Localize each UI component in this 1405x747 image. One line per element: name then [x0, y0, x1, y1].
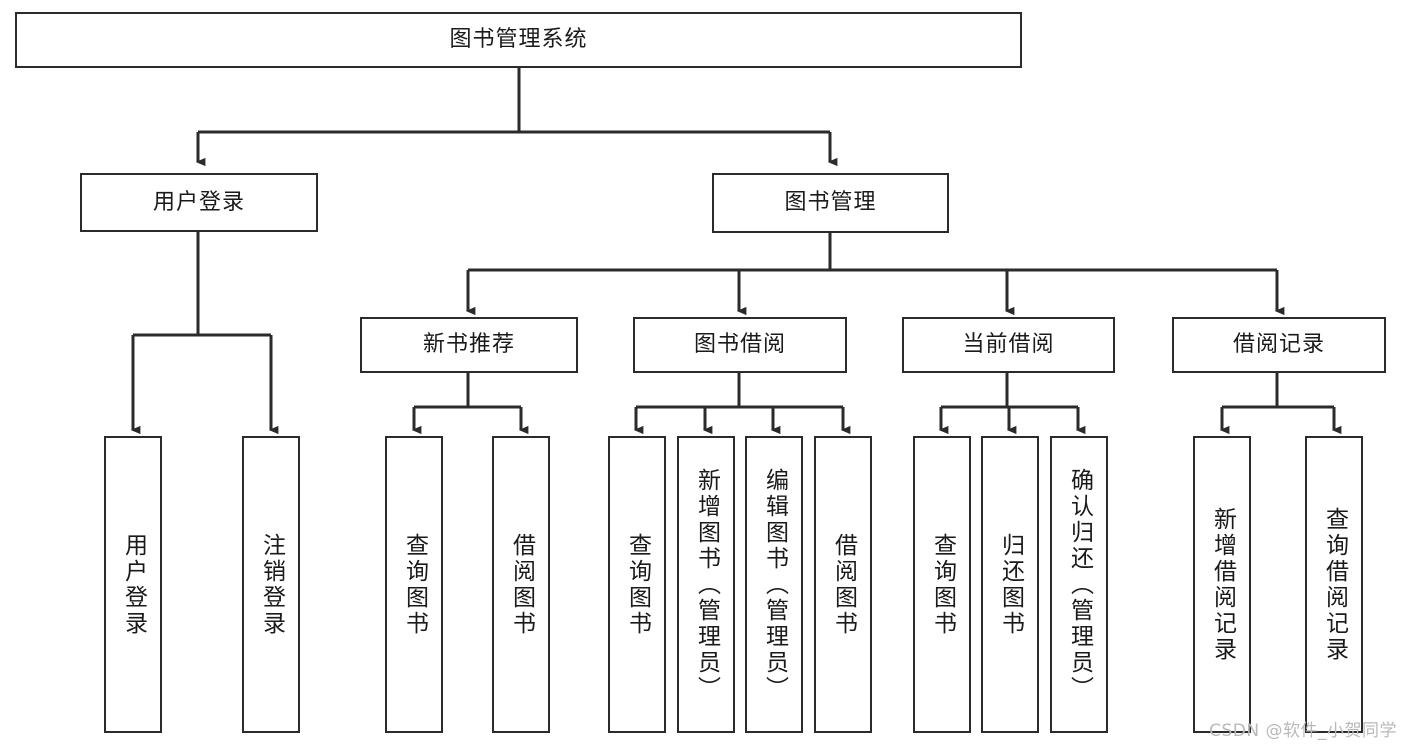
node-leaf-add-record-label: 新增借阅记录 — [1209, 506, 1236, 663]
node-root-label: 图书管理系统 — [449, 27, 588, 53]
node-user-login[interactable]: 用户登录 — [80, 173, 318, 232]
node-leaf-query-book-3-label: 查询图书 — [929, 532, 956, 637]
node-leaf-confirm-return-label: 确认归还（管理员） — [1066, 467, 1093, 702]
node-borrow-record[interactable]: 借阅记录 — [1172, 317, 1386, 373]
node-leaf-borrow-book-2[interactable]: 借阅图书 — [814, 436, 872, 733]
node-leaf-query-record-label: 查询借阅记录 — [1321, 506, 1348, 663]
node-leaf-add-book[interactable]: 新增图书（管理员） — [677, 436, 735, 733]
node-leaf-logout[interactable]: 注销登录 — [242, 436, 300, 733]
node-current-borrow[interactable]: 当前借阅 — [902, 317, 1115, 373]
node-book-borrow-label: 图书借阅 — [693, 332, 786, 358]
node-leaf-query-book-1[interactable]: 查询图书 — [385, 436, 443, 733]
node-leaf-query-book-2-label: 查询图书 — [624, 532, 651, 637]
node-leaf-borrow-book-2-label: 借阅图书 — [830, 532, 857, 637]
node-leaf-add-book-label: 新增图书（管理员） — [693, 467, 720, 702]
node-leaf-return-book[interactable]: 归还图书 — [981, 436, 1039, 733]
node-leaf-borrow-book-1-label: 借阅图书 — [508, 532, 535, 637]
node-leaf-add-record[interactable]: 新增借阅记录 — [1193, 436, 1251, 733]
node-book-borrow[interactable]: 图书借阅 — [633, 317, 847, 373]
node-leaf-edit-book[interactable]: 编辑图书（管理员） — [745, 436, 803, 733]
node-new-book-recommend-label: 新书推荐 — [422, 332, 515, 358]
node-leaf-borrow-book-1[interactable]: 借阅图书 — [492, 436, 550, 733]
node-leaf-return-book-label: 归还图书 — [997, 532, 1024, 637]
node-root[interactable]: 图书管理系统 — [15, 12, 1022, 68]
node-leaf-query-book-3[interactable]: 查询图书 — [913, 436, 971, 733]
node-book-management-label: 图书管理 — [784, 190, 877, 216]
node-leaf-query-record[interactable]: 查询借阅记录 — [1305, 436, 1363, 733]
node-leaf-logout-label: 注销登录 — [258, 532, 285, 637]
node-borrow-record-label: 借阅记录 — [1232, 332, 1325, 358]
node-user-login-label: 用户登录 — [152, 189, 245, 215]
node-book-management[interactable]: 图书管理 — [712, 173, 949, 233]
node-leaf-confirm-return[interactable]: 确认归还（管理员） — [1050, 436, 1108, 733]
watermark-text: CSDN @软件_小贺同学 — [1209, 721, 1397, 741]
node-new-book-recommend[interactable]: 新书推荐 — [360, 317, 578, 373]
node-leaf-edit-book-label: 编辑图书（管理员） — [761, 467, 788, 702]
node-leaf-query-book-2[interactable]: 查询图书 — [608, 436, 666, 733]
node-current-borrow-label: 当前借阅 — [962, 332, 1055, 358]
node-leaf-query-book-1-label: 查询图书 — [401, 532, 428, 637]
node-leaf-user-login[interactable]: 用户登录 — [104, 436, 162, 733]
node-leaf-user-login-label: 用户登录 — [120, 532, 147, 637]
